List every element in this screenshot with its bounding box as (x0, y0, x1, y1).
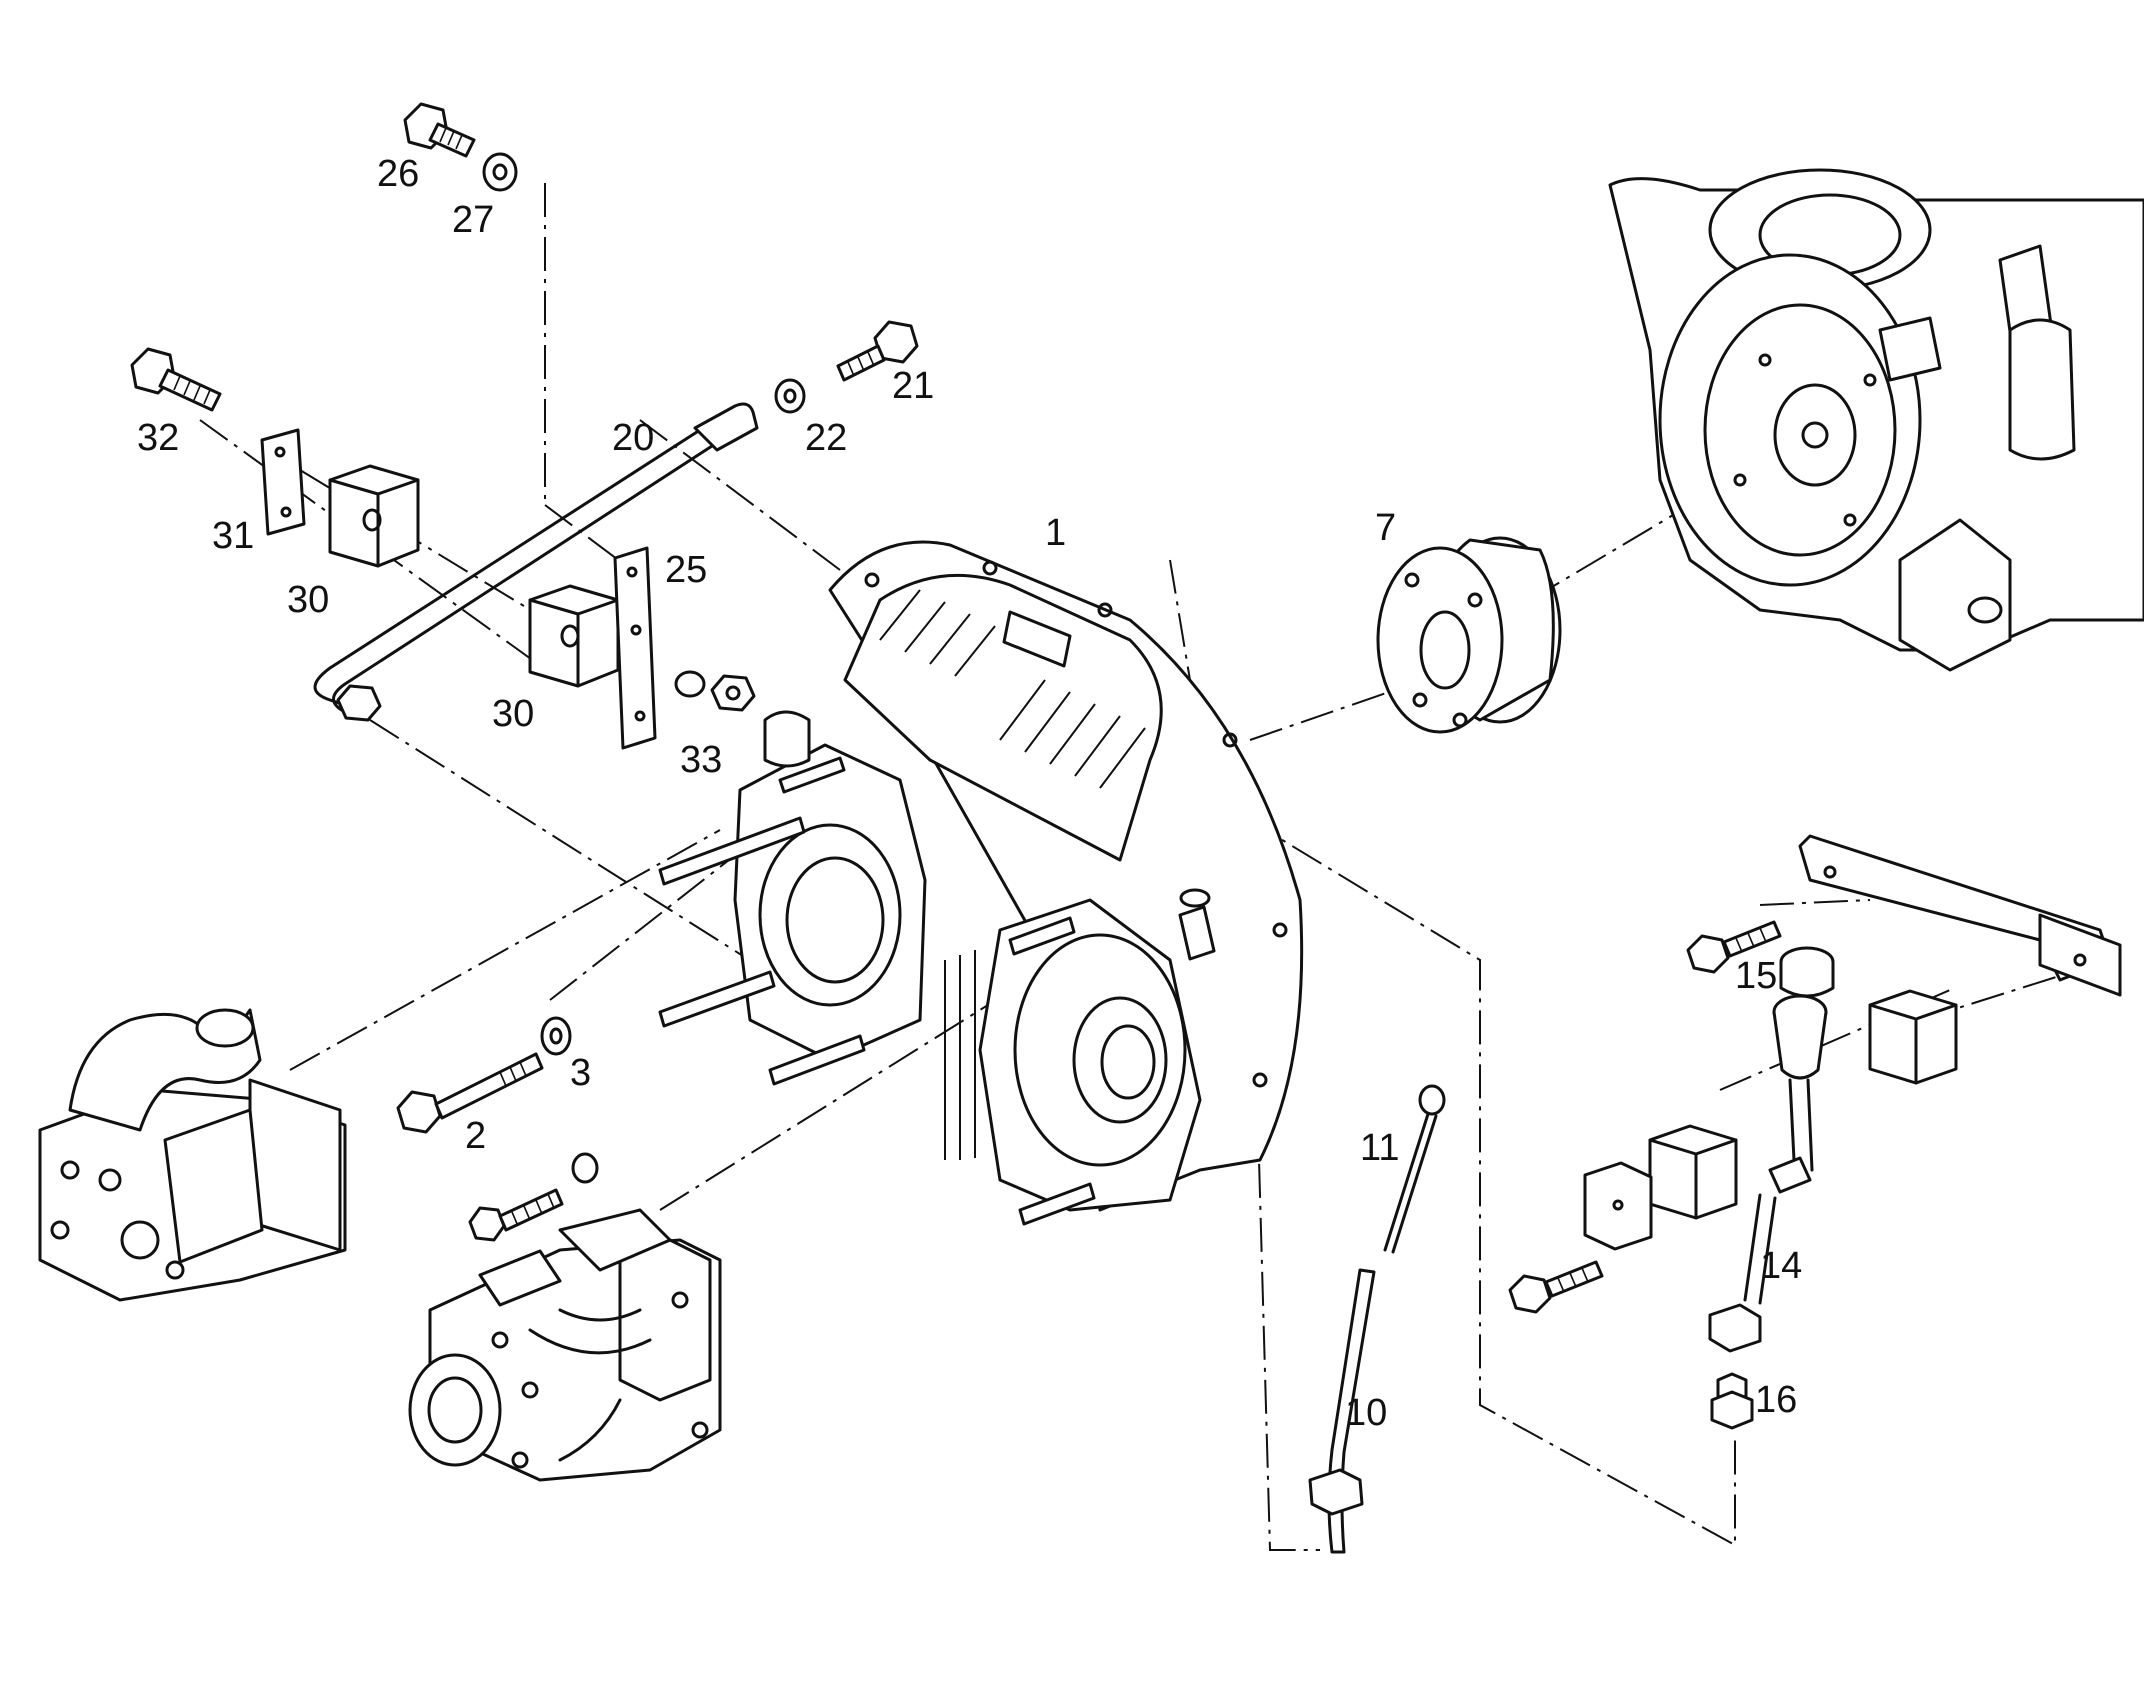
dipstick-tube-10-icon (1308, 1268, 1376, 1554)
rod-20-icon (313, 402, 759, 722)
label-part-10: 10 (1345, 1392, 1387, 1434)
plate-31-icon (260, 428, 306, 536)
label-part-21: 21 (892, 365, 934, 407)
label-part-26: 26 (377, 153, 419, 195)
label-part-25: 25 (665, 549, 707, 591)
housing-1-icon (658, 540, 1304, 1226)
label-part-2: 2 (465, 1115, 486, 1157)
engine-icon (1608, 168, 2144, 672)
cap-15-icon (1779, 946, 1835, 998)
label-part-15: 15 (1735, 955, 1777, 997)
label-part-22: 22 (805, 417, 847, 459)
bolt-32-icon (130, 347, 222, 412)
bolt-right-top-icon (1686, 920, 1782, 974)
label-part-27: 27 (452, 199, 494, 241)
label-part-30a: 30 (287, 579, 329, 621)
label-part-30b: 30 (492, 693, 534, 735)
dipstick-11-icon (1383, 1084, 1446, 1254)
hydraulic-pump-icon (408, 1152, 722, 1482)
label-part-14: 14 (1760, 1245, 1802, 1287)
clamp-block-30b-icon (528, 584, 620, 688)
bolt-2-icon (396, 1052, 544, 1134)
bolt-26-icon (403, 102, 476, 158)
washer-27-icon (482, 152, 518, 192)
washer-3-icon (540, 1016, 572, 1056)
hose-14-icon (1708, 994, 1828, 1353)
clamp-block-right-icon (1583, 989, 1958, 1251)
bracket-right-icon (1798, 834, 2122, 997)
label-part-7: 7 (1375, 507, 1396, 549)
clamp-block-30a-icon (328, 464, 420, 568)
label-part-16: 16 (1755, 1379, 1797, 1421)
plate-25-icon (613, 546, 657, 750)
fitting-16-icon (1710, 1372, 1754, 1430)
part-labels: 1 2 3 7 10 11 14 15 16 20 21 22 25 26 27… (137, 153, 1802, 1434)
hydraulic-motor-icon (38, 1008, 347, 1302)
label-part-1: 1 (1045, 512, 1066, 554)
washer-22-icon (774, 378, 806, 414)
coupling-7-icon (1376, 536, 1562, 734)
bolt-21-icon (836, 320, 919, 382)
label-part-11: 11 (1360, 1127, 1399, 1169)
label-part-31: 31 (212, 515, 254, 557)
label-part-20: 20 (612, 417, 654, 459)
bolt-right-bottom-icon (1508, 1260, 1604, 1314)
label-part-3: 3 (570, 1052, 591, 1094)
nut-33-icon (674, 670, 756, 712)
label-part-32: 32 (137, 417, 179, 459)
label-part-33: 33 (680, 739, 722, 781)
